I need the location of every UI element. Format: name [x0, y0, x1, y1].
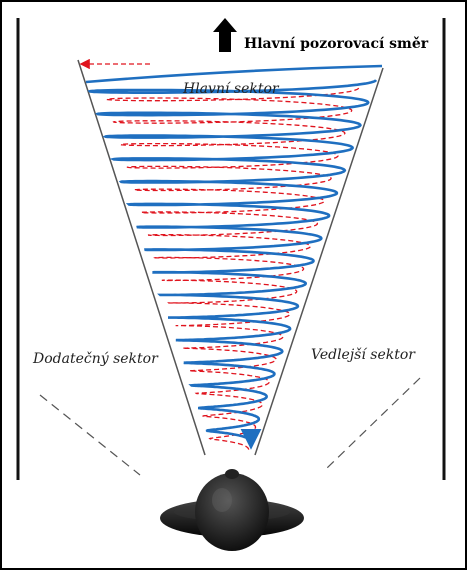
- solid-spiral-top-segment: [85, 64, 383, 84]
- dashed-spiral: [79, 58, 360, 450]
- side-sector-label: Vedlejší sektor: [311, 347, 416, 363]
- main-sector-label: Hlavní sektor: [182, 81, 280, 97]
- cone-right-edge: [254, 67, 384, 456]
- dashed-spiral-path: [105, 87, 360, 450]
- right-side-dash-line: [324, 377, 421, 471]
- up-arrow-icon: [213, 18, 237, 52]
- additional-sector-label: Dodatečný sektor: [32, 350, 159, 367]
- solid-spiral: [85, 64, 383, 450]
- left-side-dash-line: [39, 394, 141, 476]
- cone-left-edge: [77, 59, 206, 456]
- observer-top-view-icon: [160, 469, 304, 551]
- solid-spiral-path: [87, 79, 378, 450]
- main-direction-label: Hlavní pozorovací směr: [244, 36, 429, 52]
